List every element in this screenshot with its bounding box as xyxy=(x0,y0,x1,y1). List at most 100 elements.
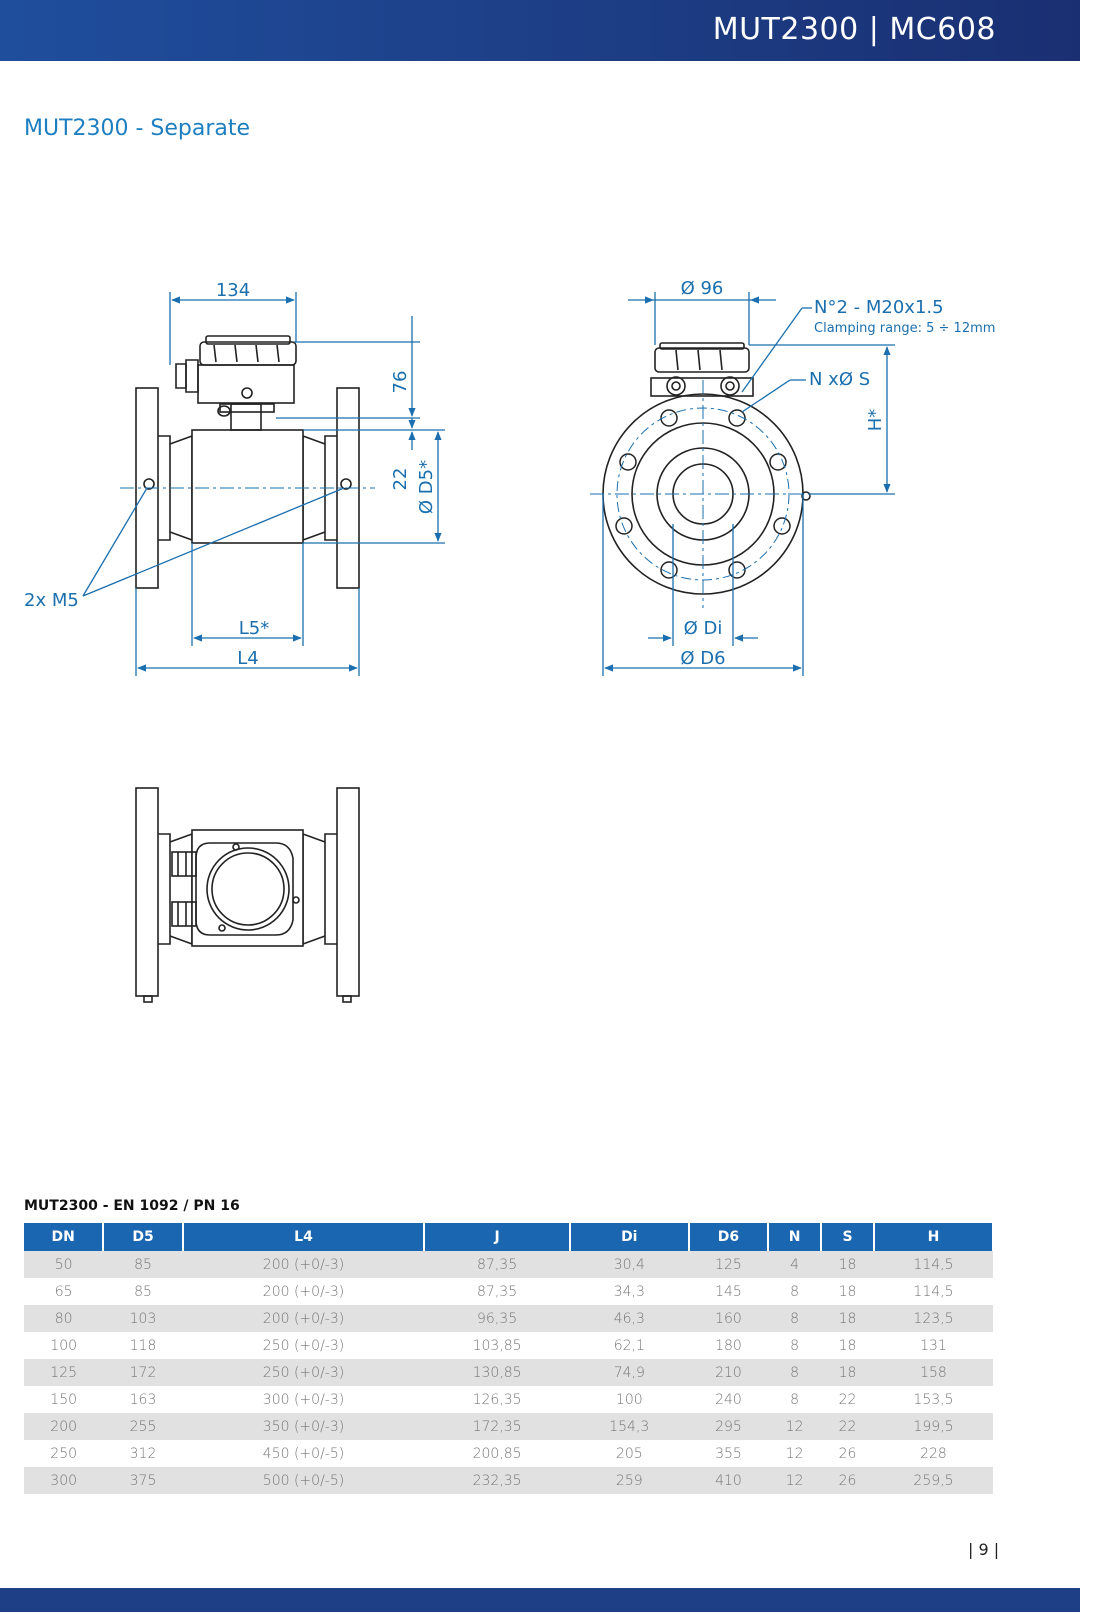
table-cell: 26 xyxy=(821,1440,874,1467)
front-view-labels: Ø 96 N°2 - M20x1.5 Clamping range: 5 ÷ 1… xyxy=(680,278,995,669)
table-cell: 312 xyxy=(103,1440,183,1467)
table-cell: 12 xyxy=(768,1440,822,1467)
dim-h: H* xyxy=(865,409,886,432)
technical-drawings: 134 76 22 Ø D5* L5* L4 2x M5 xyxy=(24,278,995,1003)
table-title: MUT2300 - EN 1092 / PN 16 xyxy=(24,1198,240,1214)
table-cell: 8 xyxy=(768,1386,822,1413)
dim-di: Ø Di xyxy=(684,618,723,639)
table-cell: 34,3 xyxy=(569,1278,689,1305)
table-cell: 350 (+0/-3) xyxy=(182,1413,425,1440)
table-cell: 150 xyxy=(24,1386,104,1413)
col-header-dn: DN xyxy=(24,1223,105,1251)
front-view-dimensions xyxy=(602,292,895,676)
table-cell: 18 xyxy=(821,1359,874,1386)
table-cell: 87,35 xyxy=(424,1251,570,1278)
table-cell: 255 xyxy=(103,1413,183,1440)
dim-134: 134 xyxy=(216,280,250,301)
table-cell: 200 (+0/-3) xyxy=(182,1251,425,1278)
table-cell: 18 xyxy=(821,1251,874,1278)
side-view-dimensions xyxy=(82,292,445,676)
table-cell: 259,5 xyxy=(873,1467,993,1494)
table-cell: 158 xyxy=(873,1359,993,1386)
table-cell: 22 xyxy=(821,1386,874,1413)
table-cell: 126,35 xyxy=(424,1386,570,1413)
table-cell: 450 (+0/-5) xyxy=(182,1440,425,1467)
table-cell: 8 xyxy=(768,1278,822,1305)
side-view-labels: 134 76 22 Ø D5* L5* L4 2x M5 xyxy=(24,280,437,669)
table-cell: 100 xyxy=(24,1332,104,1359)
table-cell: 65 xyxy=(24,1278,104,1305)
table-cell: 205 xyxy=(569,1440,689,1467)
header-title: MUT2300 | MC608 xyxy=(712,12,996,47)
table-cell: 180 xyxy=(688,1332,769,1359)
table-cell: 410 xyxy=(688,1467,769,1494)
table-cell: 85 xyxy=(103,1251,183,1278)
table-cell: 123,5 xyxy=(873,1305,993,1332)
col-header-n: N xyxy=(768,1223,823,1251)
table-cell: 228 xyxy=(873,1440,993,1467)
table-cell: 250 (+0/-3) xyxy=(182,1332,425,1359)
dim-96: Ø 96 xyxy=(681,278,724,299)
table-cell: 240 xyxy=(688,1386,769,1413)
table-cell: 8 xyxy=(768,1305,822,1332)
dim-22: 22 xyxy=(390,468,411,491)
table-cell: 80 xyxy=(24,1305,104,1332)
table-cell: 200,85 xyxy=(424,1440,570,1467)
table-cell: 130,85 xyxy=(424,1359,570,1386)
label-n2-m20: N°2 - M20x1.5 xyxy=(814,297,944,318)
table-cell: 153,5 xyxy=(873,1386,993,1413)
table-cell: 210 xyxy=(688,1359,769,1386)
col-header-h: H xyxy=(873,1223,995,1251)
col-header-j: J xyxy=(424,1223,571,1251)
table-cell: 4 xyxy=(768,1251,822,1278)
table-cell: 259 xyxy=(569,1467,689,1494)
table-cell: 200 (+0/-3) xyxy=(182,1278,425,1305)
dim-76: 76 xyxy=(390,371,411,394)
table-cell: 103 xyxy=(103,1305,183,1332)
table-cell: 232,35 xyxy=(424,1467,570,1494)
col-header-s: S xyxy=(821,1223,875,1251)
table-cell: 62,1 xyxy=(569,1332,689,1359)
col-header-d5: D5 xyxy=(103,1223,184,1251)
table-cell: 114,5 xyxy=(873,1251,993,1278)
table-cell: 375 xyxy=(103,1467,183,1494)
table-cell: 200 xyxy=(24,1413,104,1440)
table-cell: 8 xyxy=(768,1359,822,1386)
top-banner: MUT2300 | MC608 xyxy=(0,0,1080,61)
table-cell: 172,35 xyxy=(424,1413,570,1440)
table-cell: 118 xyxy=(103,1332,183,1359)
table-cell: 114,5 xyxy=(873,1278,993,1305)
col-header-d6: D6 xyxy=(688,1223,770,1251)
table-cell: 18 xyxy=(821,1305,874,1332)
table-cell: 199,5 xyxy=(873,1413,993,1440)
col-header-di: Di xyxy=(569,1223,690,1251)
side-view xyxy=(135,335,360,589)
top-view xyxy=(135,787,360,1003)
label-clamping-range: Clamping range: 5 ÷ 12mm xyxy=(814,321,995,336)
table-cell: 250 (+0/-3) xyxy=(182,1359,425,1386)
table-cell: 163 xyxy=(103,1386,183,1413)
table-cell: 300 (+0/-3) xyxy=(182,1386,425,1413)
bottom-banner xyxy=(0,1588,1080,1612)
table-cell: 125 xyxy=(24,1359,104,1386)
table-cell: 85 xyxy=(103,1278,183,1305)
dim-d6: Ø D6 xyxy=(680,648,725,669)
table-cell: 172 xyxy=(103,1359,183,1386)
page-number: | 9 | xyxy=(968,1540,1000,1559)
table-cell: 295 xyxy=(688,1413,769,1440)
dim-d5: Ø D5* xyxy=(416,460,437,514)
table-cell: 355 xyxy=(688,1440,769,1467)
table-cell: 131 xyxy=(873,1332,993,1359)
table-cell: 160 xyxy=(688,1305,769,1332)
table-cell: 300 xyxy=(24,1467,104,1494)
label-2x-m5: 2x M5 xyxy=(24,590,79,611)
table-cell: 103,85 xyxy=(424,1332,570,1359)
table-cell: 125 xyxy=(688,1251,769,1278)
